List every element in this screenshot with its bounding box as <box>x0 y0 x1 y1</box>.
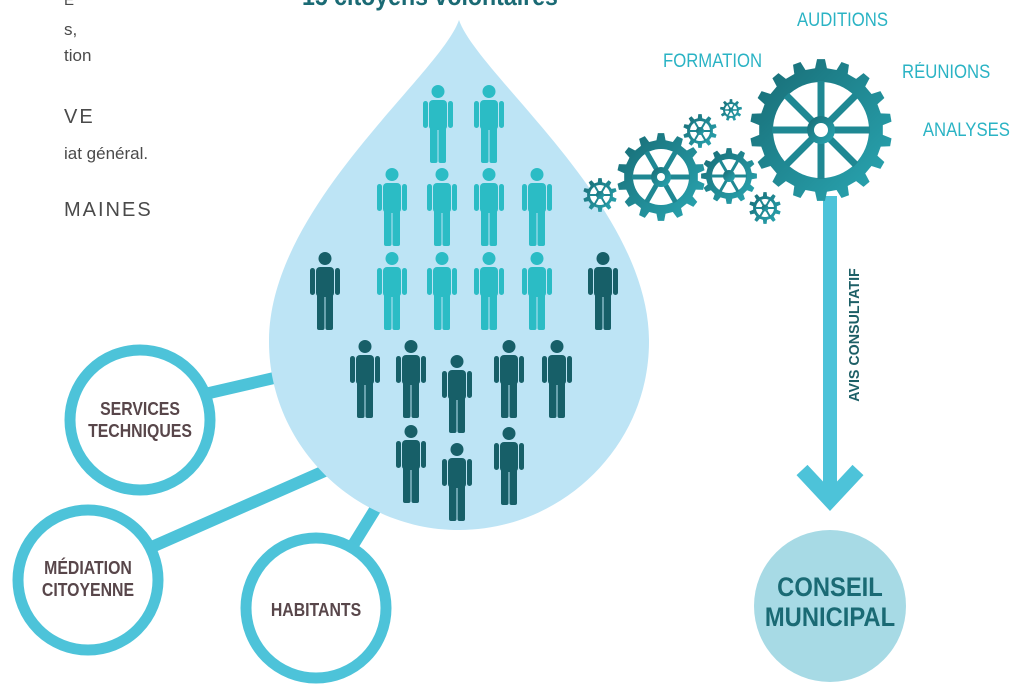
side-text-line6: MAINES <box>64 199 153 221</box>
side-text-line2: s, <box>64 20 78 39</box>
node-habitants-label: HABITANTS <box>246 599 387 621</box>
conseil-line2: MUNICIPAL <box>764 602 896 632</box>
process-label-formation: FORMATION <box>663 51 763 72</box>
gear-icon <box>701 148 757 204</box>
person-icon <box>423 85 453 163</box>
gear-icon <box>749 192 781 224</box>
node-services-line1: SERVICES <box>100 399 180 419</box>
connector-mediation <box>142 456 348 556</box>
node-habitants-circle <box>240 532 392 684</box>
page-title: 15 citoyens volontaires <box>302 0 558 9</box>
side-text-line3: tion <box>64 46 92 65</box>
node-mediation-circle <box>12 504 164 656</box>
person-icon <box>542 340 572 418</box>
person-icon <box>350 340 380 418</box>
node-habitants-line1: HABITANTS <box>270 600 362 620</box>
gears-group <box>583 59 892 224</box>
gear-icon <box>617 133 705 221</box>
person-icon <box>310 252 340 330</box>
conseil-label: CONSEIL MUNICIPAL <box>751 572 909 632</box>
person-icon <box>522 252 552 330</box>
node-services-line2: TECHNIQUES <box>88 421 192 441</box>
arrow-down-icon <box>796 196 864 511</box>
person-icon <box>396 340 426 418</box>
person-icon <box>442 355 472 433</box>
gear-icon <box>720 99 742 121</box>
process-label-auditions: AUDITIONS <box>797 10 889 31</box>
person-icon <box>427 168 457 246</box>
person-icon <box>588 252 618 330</box>
side-text-line4: VE <box>64 106 95 128</box>
conseil-line1: CONSEIL <box>777 572 883 602</box>
node-mediation-label: MÉDIATION CITOYENNE <box>18 557 159 601</box>
process-label-analyses: ANALYSES <box>922 120 1010 141</box>
gear-icon <box>683 114 717 148</box>
conseil-circle <box>754 530 906 682</box>
arrow-head <box>796 464 864 511</box>
person-icon <box>377 252 407 330</box>
person-icon <box>427 252 457 330</box>
person-icon <box>377 168 407 246</box>
side-text-line5: iat général. <box>64 144 149 163</box>
person-icon <box>494 427 524 505</box>
side-text-line1: E <box>64 0 75 9</box>
process-label-reunions: RÉUNIONS <box>901 62 990 83</box>
node-services-label: SERVICES TECHNIQUES <box>70 398 211 442</box>
node-services-circle <box>64 344 216 496</box>
node-mediation-line1: MÉDIATION <box>44 558 132 578</box>
arrow-label: AVIS CONSULTATIF <box>846 268 863 402</box>
person-icon <box>522 168 552 246</box>
person-icon <box>474 168 504 246</box>
person-icon <box>474 252 504 330</box>
person-icon <box>494 340 524 418</box>
node-mediation-line2: CITOYENNE <box>41 580 135 600</box>
person-icon <box>474 85 504 163</box>
gear-icon <box>750 59 892 201</box>
volunteer-figures <box>310 85 618 521</box>
person-icon <box>442 443 472 521</box>
person-icon <box>396 425 426 503</box>
gear-icon <box>583 178 617 212</box>
